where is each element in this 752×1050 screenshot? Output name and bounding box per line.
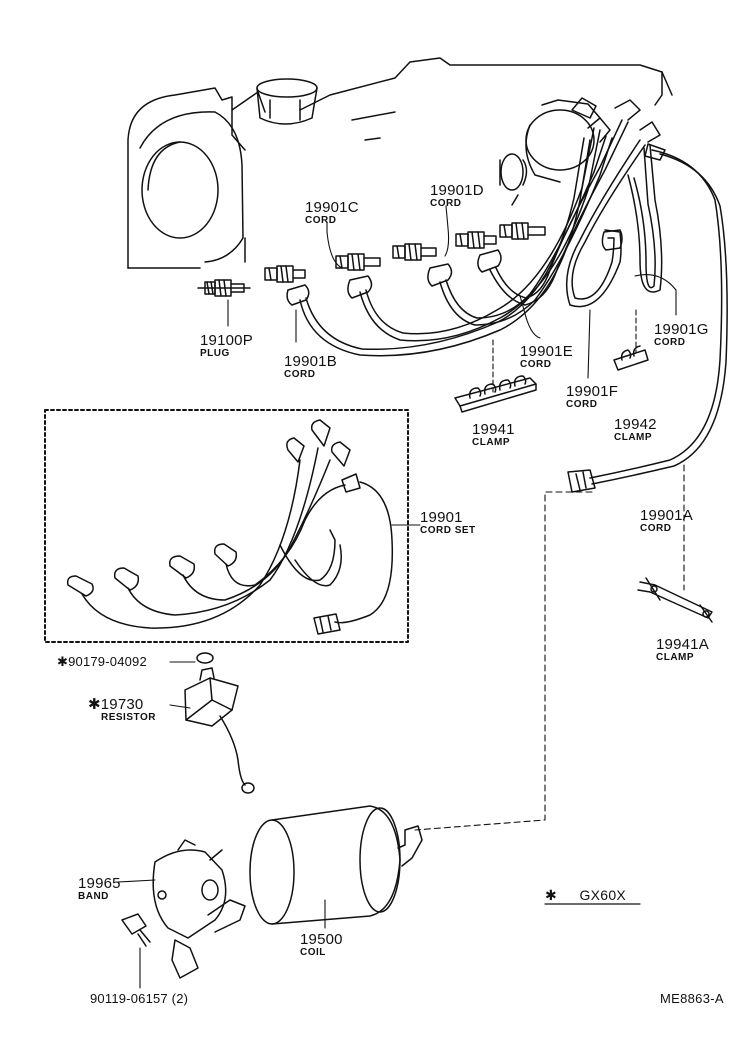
clamp-19942-drawing	[613, 345, 649, 371]
label-19901c: 19901C CORD	[305, 200, 359, 226]
label-19941a: 19941A CLAMP	[656, 637, 709, 663]
part-name: CORD	[654, 337, 686, 348]
clamp-19941a-drawing	[637, 577, 713, 623]
engine-block	[127, 57, 673, 269]
cord-set-box	[44, 409, 409, 643]
part-number: 19100P	[200, 332, 253, 349]
plug-5	[499, 222, 546, 240]
part-number: 19901	[420, 509, 463, 526]
label-90119-06157: 90119-06157 (2)	[90, 992, 188, 1005]
label-19901-cord-set: 19901 CORD SET	[420, 510, 476, 536]
part-name: CLAMP	[656, 652, 695, 663]
coil-drawing	[249, 805, 423, 929]
part-name: CLAMP	[614, 432, 653, 443]
part-name: CORD SET	[420, 525, 476, 536]
part-number: 19901C	[305, 199, 359, 216]
part-name: PLUG	[200, 348, 230, 359]
part-name: CLAMP	[472, 437, 511, 448]
legend: ✱ GX60X	[545, 888, 626, 902]
part-number: ✱19730	[88, 696, 144, 713]
part-name: RESISTOR	[101, 712, 156, 723]
part-name: CORD	[284, 369, 316, 380]
cord-set-drawing	[66, 419, 421, 635]
part-name: BAND	[78, 891, 109, 902]
label-19965: 19965 BAND	[78, 876, 121, 902]
legend-model: GX60X	[579, 887, 627, 903]
plug-4	[455, 231, 497, 249]
label-19901d: 19901D CORD	[430, 183, 484, 209]
part-number: 19941A	[656, 636, 709, 653]
label-19901g: 19901G CORD	[654, 322, 709, 348]
part-number: 19965	[78, 875, 121, 892]
clamp-19941-drawing	[454, 375, 537, 413]
part-number: 19901E	[520, 343, 573, 360]
part-number: 19942	[614, 416, 657, 433]
part-number: 19941	[472, 421, 515, 438]
plug-2	[335, 253, 381, 271]
part-number: 19901B	[284, 353, 337, 370]
distributor	[499, 97, 661, 206]
part-number: 19901G	[654, 321, 709, 338]
plug-3	[392, 243, 437, 261]
part-name: CORD	[305, 215, 337, 226]
part-number: 19901A	[640, 507, 693, 524]
part-number: 19901D	[430, 182, 484, 199]
plug-1	[264, 265, 306, 283]
part-name: CORD	[566, 399, 598, 410]
part-number: 90119-06157 (2)	[90, 991, 189, 1006]
leader-lines-upper	[227, 205, 685, 831]
label-19100p: 19100P PLUG	[200, 333, 253, 359]
part-name: CORD	[640, 523, 672, 534]
label-19500: 19500 COIL	[300, 932, 343, 958]
spark-plugs-installed	[197, 222, 546, 297]
spark-plug-19100p	[197, 279, 251, 297]
part-name: CORD	[520, 359, 552, 370]
diagram-code: ME8863-A	[660, 991, 724, 1006]
legend-mark: ✱	[545, 887, 558, 903]
label-19901f: 19901F CORD	[566, 384, 618, 410]
part-name: COIL	[300, 947, 326, 958]
label-19730: ✱19730 RESISTOR	[88, 697, 156, 723]
band-drawing	[117, 839, 246, 989]
label-19942: 19942 CLAMP	[614, 417, 657, 443]
part-name: CORD	[430, 198, 462, 209]
label-90179-04092: ✱90179-04092	[57, 655, 147, 668]
part-number: ✱90179-04092	[57, 654, 147, 669]
label-19901a: 19901A CORD	[640, 508, 693, 534]
label-19901b: 19901B CORD	[284, 354, 337, 380]
resistor-drawing	[169, 652, 255, 794]
part-number: 19901F	[566, 383, 619, 400]
label-19901e: 19901E CORD	[520, 344, 573, 370]
part-number: 19500	[300, 931, 343, 948]
label-19941: 19941 CLAMP	[472, 422, 515, 448]
